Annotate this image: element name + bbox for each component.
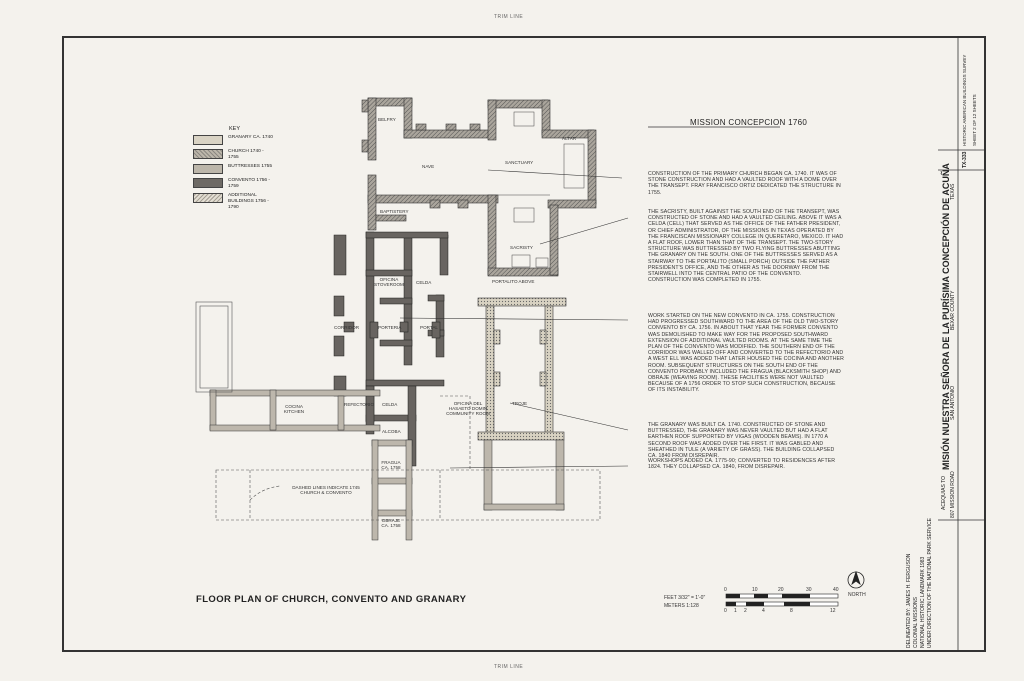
legend-item: BUTTRESSES 1755	[193, 164, 273, 175]
room-label-obraje: OBRAJE ca. 1758	[381, 518, 401, 528]
room-label-refectorio: REFECTORIO	[344, 402, 375, 407]
legend-swatch-granary	[193, 135, 223, 145]
scale-tick: 30	[806, 587, 812, 593]
titleblock-county: BEXAR COUNTY	[950, 290, 956, 330]
room-label-cocina: COCINA kitchen	[283, 404, 305, 414]
scale-tick: 10	[752, 587, 758, 593]
legend-item: ADDITIONAL BUILDINGS 1756 - 1790	[193, 193, 273, 210]
legend-item: GRANARY CA. 1740	[193, 135, 273, 145]
convento-walls	[333, 231, 449, 467]
credit-line: NATIONAL HISTORIC LANDMARK 1983	[920, 556, 926, 648]
room-label-baptistery: baptistery	[380, 209, 409, 214]
legend-swatch-church	[193, 149, 223, 159]
note-sacristy: THE SACRISTY, BUILT AGAINST THE SOUTH EN…	[648, 209, 844, 284]
west-enclosure	[195, 301, 233, 393]
titleblock-city: SAN ANTONIO	[950, 385, 956, 420]
legend-swatch-convento	[193, 178, 223, 189]
room-label-porteria: PORTERIA	[378, 325, 402, 330]
drawing-border	[62, 36, 986, 652]
legend-item: CONVENTO 1756 - 1759	[193, 178, 273, 189]
room-label-sanctuary: SANCTUARY	[505, 160, 534, 165]
credit-line: COLONIAL MISSIONS	[913, 597, 919, 648]
legend-item: CHURCH 1740 - 1755	[193, 149, 273, 160]
titleblock-address: 807 MISSION ROAD	[950, 471, 956, 518]
room-label-portal: PORTAL	[420, 325, 438, 330]
titleblock-state: TEXAS	[950, 183, 956, 200]
scale-feet-label: FEET 3/32" = 1'-0"	[664, 595, 706, 601]
titleblock-sheet-number: SHEET 2 OF 12 SHEETS	[972, 94, 977, 146]
scale-tick: 8	[790, 608, 793, 614]
note-church: CONSTRUCTION OF THE PRIMARY CHURCH BEGAN…	[648, 171, 841, 196]
trim-label-bottom: TRIM LINE	[494, 664, 524, 670]
room-label-nave: NAVE	[422, 164, 435, 169]
room-label-corridor: CORRIDOR	[334, 325, 360, 330]
room-label-belfry: belfry	[378, 117, 396, 122]
titleblock-prefix: ACEQUIAS TO	[941, 476, 947, 510]
dashed-1745-outline	[215, 395, 601, 521]
room-label-oficina: OFICINA stoveroom	[374, 277, 404, 287]
scale-meters-label: METERS 1:128	[664, 603, 699, 609]
scale-bar	[725, 593, 839, 607]
scale-tick: 40	[833, 587, 839, 593]
scale-tick: 2	[744, 608, 747, 614]
scale-tick: 12	[830, 608, 836, 614]
room-label-alcoba: ALCOBA	[382, 429, 401, 434]
credit-line: UNDER DIRECTION OF THE NATIONAL PARK SER…	[927, 517, 933, 648]
note-granary: THE GRANARY WAS BUILT CA. 1740. CONSTRUC…	[648, 422, 835, 460]
scale-tick: 1	[734, 608, 737, 614]
room-label-portalito: PORTALITO ABOVE	[492, 279, 535, 284]
north-arrow-icon	[847, 570, 865, 589]
legend-label: CHURCH 1740 - 1755	[228, 149, 264, 160]
floor-plan-title: FLOOR PLAN OF CHURCH, CONVENTO AND GRANA…	[196, 594, 467, 605]
granary-walls	[477, 297, 567, 441]
legend: KEY GRANARY CA. 1740 CHURCH 1740 - 1755 …	[193, 126, 273, 214]
scale-tick: 0	[724, 587, 727, 593]
north-label: NORTH	[848, 592, 866, 598]
titleblock-survey: HISTORIC AMERICAN BUILDINGS SURVEY	[962, 54, 967, 146]
legend-label: CONVENTO 1756 - 1759	[228, 178, 271, 189]
titleblock-lines	[938, 36, 986, 652]
dashed-lines-note: DASHED LINES INDICATE 1745 CHURCH & CONV…	[292, 485, 360, 495]
titleblock-code: TX-333	[962, 151, 968, 168]
room-label-altar: ALTAR	[562, 136, 577, 141]
room-label-troje: TROJE	[512, 401, 528, 406]
room-label-celda: CELDA	[416, 280, 432, 285]
additional-buildings	[209, 389, 565, 541]
legend-label: ADDITIONAL BUILDINGS 1756 - 1790	[228, 193, 269, 210]
room-label-oficina-community: OFICINA DEL HASAETO DOMIN community room	[446, 401, 490, 416]
legend-label: GRANARY CA. 1740	[228, 135, 273, 140]
scale-tick: 0	[724, 608, 727, 614]
church-walls	[361, 97, 597, 277]
room-label-fragua: FRAGUA ca. 1758	[381, 460, 401, 470]
scale-tick: 20	[778, 587, 784, 593]
note-convento: WORK STARTED ON THE NEW CONVENTO IN CA. …	[648, 313, 844, 394]
scale-tick: 4	[762, 608, 765, 614]
note-workshops: WORKSHOPS ADDED CA. 1775-90; CONVERTED T…	[648, 458, 836, 471]
legend-heading: KEY	[229, 126, 241, 132]
mission-title: MISSION CONCEPCION 1760	[690, 118, 808, 127]
leader-lines	[399, 169, 629, 469]
sanctuary-details	[496, 111, 585, 268]
credit-delineator: DELINEATED BY: JAMES H. FERGUSON	[906, 553, 912, 648]
legend-swatch-additional	[193, 193, 223, 204]
room-label-celda-south: CELDA	[382, 402, 398, 407]
room-label-sacristy: SACRISTY	[510, 245, 533, 250]
legend-label: BUTTRESSES 1755	[228, 164, 272, 170]
trim-label-top: TRIM LINE	[494, 14, 524, 20]
legend-swatch-buttresses	[193, 164, 223, 175]
